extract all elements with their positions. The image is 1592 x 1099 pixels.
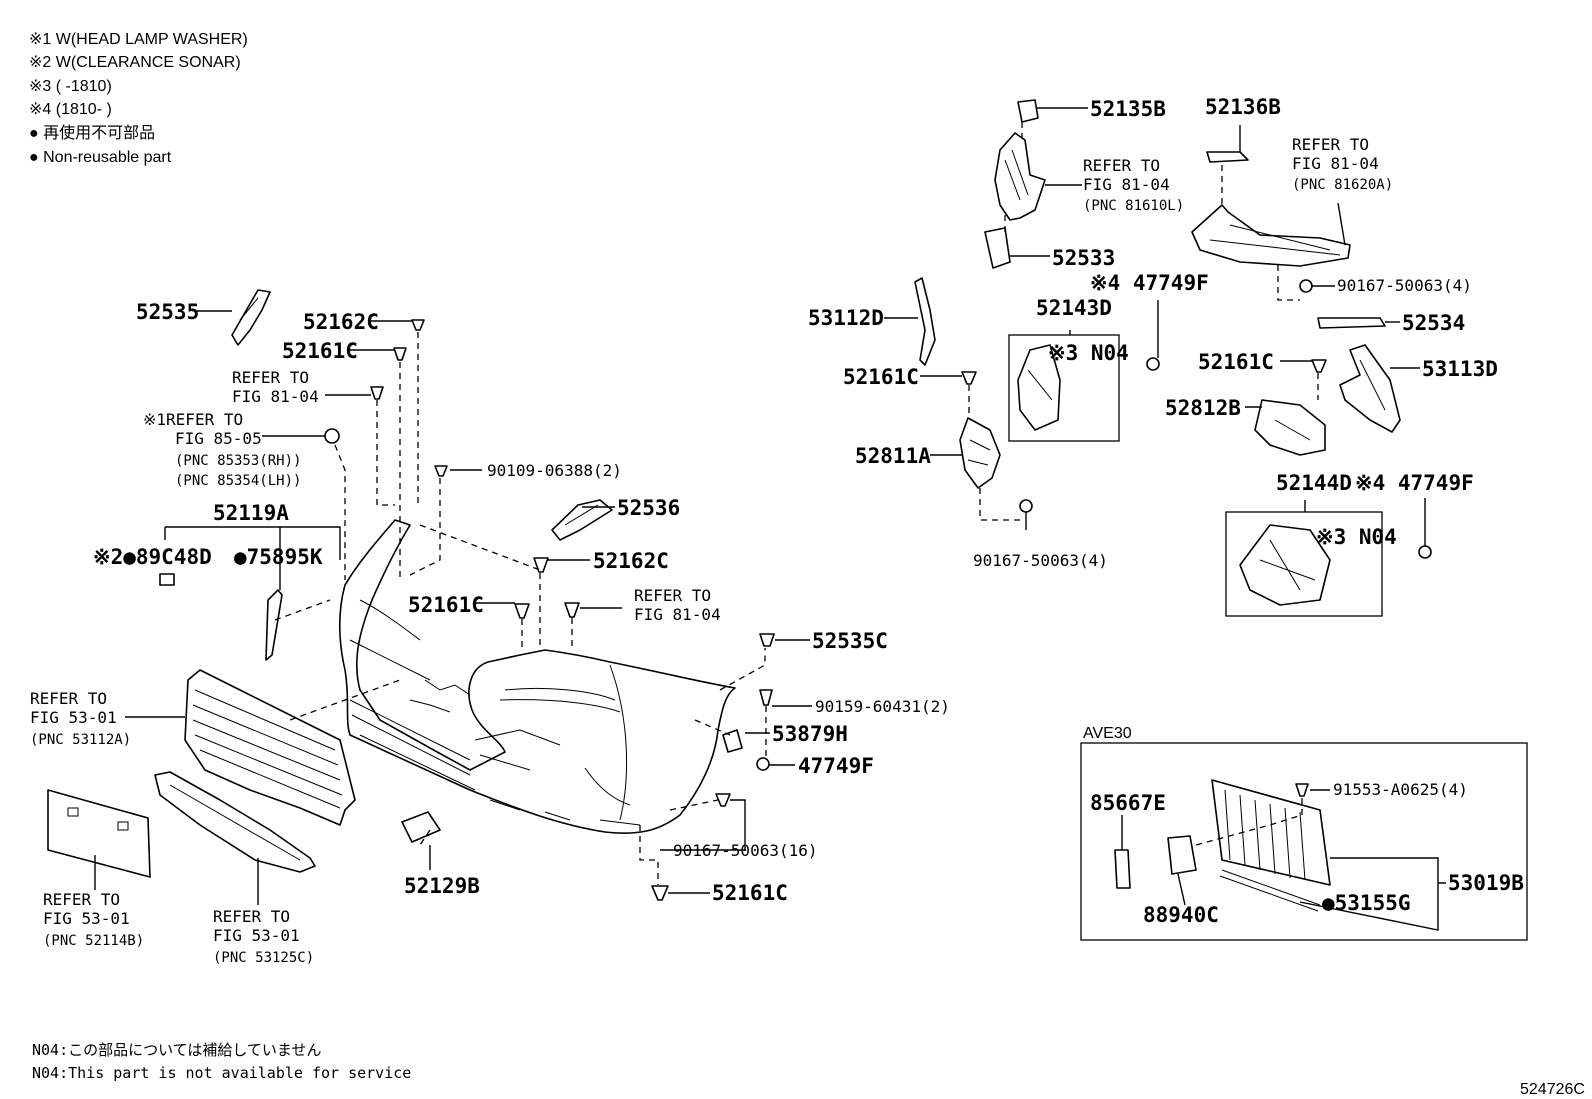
label-85667e: 85667E [1090,791,1166,815]
leader-lines-right [884,107,1426,546]
label-52144d: 52144D [1276,471,1352,495]
label-90109: 90109-06388(2) [487,461,622,480]
label-52162c-a: 52162C [303,310,379,334]
subassembly-boxes [1008,334,1383,617]
label-53019b: 53019B [1448,871,1524,895]
footnote-ja: N04:この部品については補給していません [32,1041,321,1059]
label-ref2-l4: (PNC 85354(LH)) [175,473,301,489]
dashed-guides-right [968,122,1319,521]
label-ref3-l1: REFER TO [634,586,711,605]
part-labels: 52535 52162C 52161C REFER TO FIG 81-04 ※… [30,95,1524,966]
lower-grille-drawing [154,771,316,873]
label-52811a: 52811A [855,444,931,468]
label-ref5-l3: (PNC 52114B) [43,933,144,949]
label-90167-4a: 90167-50063(4) [1337,276,1472,295]
label-91553: 91553-A0625(4) [1333,780,1468,799]
label-ref8-l2: FIG 81-04 [1292,154,1379,173]
ave30-inset: AVE30 [1080,725,1528,941]
legend-mark-4: ※4 (1810- ) [29,101,112,118]
footnote-en: N04:This part is not available for servi… [32,1064,411,1082]
label-52161c-a: 52161C [282,339,358,363]
label-n04-a: ※3 N04 [1048,341,1129,365]
label-53113d: 53113D [1422,357,1498,381]
label-52135b: 52135B [1090,97,1166,121]
label-ref3-l2: FIG 81-04 [634,605,721,624]
label-ref2-l1: ※1REFER TO [143,410,243,429]
label-ref8-l1: REFER TO [1292,135,1369,154]
tow-cover-drawing [401,811,441,843]
label-52534: 52534 [1402,311,1465,335]
label-ref4-l3: (PNC 53112A) [30,732,131,748]
label-52161c-d: 52161C [843,365,919,389]
label-52136b: 52136B [1205,95,1281,119]
grille-drawing [184,669,356,826]
label-ref4-l2: FIG 53-01 [30,708,117,727]
bracket-52535-drawing [231,289,271,346]
label-52536: 52536 [617,496,680,520]
label-52119a: 52119A [213,501,289,525]
insert-75895k-drawing [265,589,283,661]
label-ref2-l2: FIG 85-05 [175,429,262,448]
label-90159: 90159-60431(2) [815,697,950,716]
footnotes: N04:この部品については補給していません N04:This part is n… [32,1041,1585,1098]
label-ref5-l1: REFER TO [43,890,120,909]
legend-nonreusable-ja: ● 再使用不可部品 [29,124,155,142]
label-ref6-l2: FIG 53-01 [213,926,300,945]
label-52129b: 52129B [404,874,480,898]
label-90167-16: 90167-50063(16) [673,841,818,860]
bracket-52536-drawing [551,499,613,541]
legend-nonreusable-en: ● Non-reusable part [29,149,172,166]
label-53155g: ●53155G [1322,891,1411,915]
label-ref6-l3: (PNC 53125C) [213,950,314,966]
legend: ※1 W(HEAD LAMP WASHER) ※2 W(CLEARANCE SO… [29,31,248,166]
label-ref7-l1: REFER TO [1083,156,1160,175]
label-ref8-l3: (PNC 81620A) [1292,177,1393,193]
label-52812b: 52812B [1165,396,1241,420]
label-88940c: 88940C [1143,903,1219,927]
fasteners-main [324,319,775,901]
label-ref7-l2: FIG 81-04 [1083,175,1170,194]
label-n04-b: ※3 N04 [1316,525,1397,549]
inset-label: AVE30 [1083,725,1132,742]
label-ref7-l3: (PNC 81610L) [1083,198,1184,214]
label-75895k: ●75895K [234,545,323,569]
label-ref5-l2: FIG 53-01 [43,909,130,928]
figure-id: 524726C [1520,1081,1585,1098]
legend-mark-2: ※2 W(CLEARANCE SONAR) [29,54,241,71]
sonar-clip-drawing [159,573,175,586]
label-47749f-a: 47749F [798,754,874,778]
label-52533: 52533 [1052,246,1115,270]
license-bracket-drawing [47,789,151,878]
label-89c48d: ※2●89C48D [93,545,212,569]
right-parts-drawing [914,99,1432,559]
label-ref4-l1: REFER TO [30,689,107,708]
label-52162c-b: 52162C [593,549,669,573]
label-52161c-b: 52161C [408,593,484,617]
label-ref6-l1: REFER TO [213,907,290,926]
label-52535: 52535 [136,300,199,324]
label-52161c-c: 52161C [712,881,788,905]
bumper-cover-drawing [338,519,736,835]
label-ref2-l3: (PNC 85353(RH)) [175,453,301,469]
label-53112d: 53112D [808,306,884,330]
label-ref1-l2: FIG 81-04 [232,387,319,406]
dashed-guides-main [274,332,767,885]
label-52535c: 52535C [812,629,888,653]
label-ref1-l1: REFER TO [232,368,309,387]
legend-mark-1: ※1 W(HEAD LAMP WASHER) [29,31,248,48]
label-53879h: 53879H [772,722,848,746]
label-52161c-e: 52161C [1198,350,1274,374]
label-47749f-c: ※4 47749F [1355,471,1474,495]
label-47749f-b: ※4 47749F [1090,271,1209,295]
legend-mark-3: ※3 ( -1810) [29,78,112,95]
label-52143d: 52143D [1036,296,1112,320]
leader-lines-main [94,310,812,905]
label-90167-4b: 90167-50063(4) [973,551,1108,570]
